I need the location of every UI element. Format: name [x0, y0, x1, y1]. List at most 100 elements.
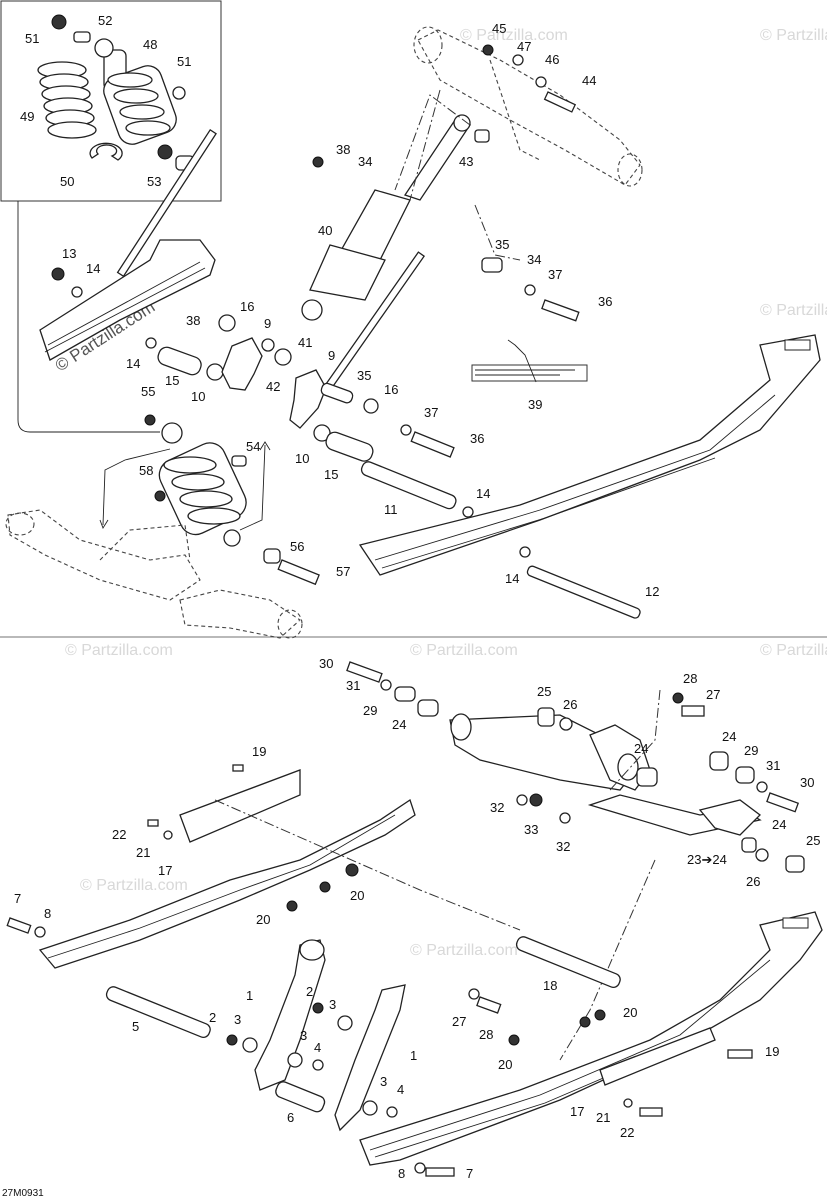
washer-14b	[145, 337, 157, 349]
bolt-36-top	[541, 299, 580, 322]
label-39-arrow	[507, 339, 537, 383]
callout: 7	[466, 1166, 473, 1181]
washer-32b	[559, 812, 571, 824]
callout: 38	[336, 142, 350, 157]
callout: 37	[548, 267, 562, 282]
callout: 24	[634, 741, 648, 756]
callout: 32	[490, 800, 504, 815]
callout: 2	[306, 984, 313, 999]
bushing-54	[231, 455, 247, 467]
callout: 17	[158, 863, 172, 878]
callout: 28	[479, 1027, 493, 1042]
rear-arm-assembly	[413, 26, 643, 187]
callout: 24	[722, 729, 736, 744]
callout: 3	[300, 1028, 307, 1043]
nut-4	[312, 1059, 324, 1071]
callout: 41	[298, 335, 312, 350]
callout: 22	[620, 1125, 634, 1140]
callout: 34	[358, 154, 372, 169]
inset-connector	[17, 201, 160, 433]
link-9-right	[289, 369, 327, 429]
spacer-16	[363, 398, 379, 414]
callout: 20	[350, 888, 364, 903]
callout: 57	[336, 564, 350, 579]
callout: 29	[744, 743, 758, 758]
bushing-29	[394, 686, 416, 702]
nut-58	[154, 490, 166, 502]
callout: 15	[165, 373, 179, 388]
alignment-line	[394, 89, 521, 261]
callout: 35	[495, 237, 509, 252]
washer-42	[261, 338, 275, 352]
shaft-12	[526, 565, 641, 619]
inset-frame	[0, 0, 222, 202]
callout: 9	[264, 316, 271, 331]
watermark: © Partzilla.com	[760, 27, 827, 44]
washer-3	[242, 1037, 258, 1053]
tube-15b	[325, 431, 374, 462]
nut-20c	[286, 900, 298, 912]
callout: 2	[209, 1010, 216, 1025]
callout: 3	[329, 997, 336, 1012]
callout: 39	[528, 397, 542, 412]
center-dashed-line	[214, 799, 521, 931]
callout: 14	[476, 486, 490, 501]
washer-46	[535, 76, 547, 88]
callout: 25	[537, 684, 551, 699]
callout: 46	[545, 52, 559, 67]
shock-arrowheads	[99, 441, 271, 530]
shock-absorber-48	[94, 38, 177, 160]
watermark: © Partzilla.com	[80, 877, 188, 894]
callout: 5	[132, 1019, 139, 1034]
bushing-24	[417, 699, 439, 717]
callout: 21	[596, 1110, 610, 1125]
callout: 51	[177, 54, 191, 69]
callout: 45	[492, 21, 506, 36]
callout: 12	[645, 584, 659, 599]
callout: 44	[582, 73, 596, 88]
bolt-30	[346, 661, 383, 683]
callout: 8	[44, 906, 51, 921]
label-39	[471, 364, 588, 382]
callout: 15	[324, 467, 338, 482]
washer-37	[400, 424, 412, 436]
callout: 9	[328, 348, 335, 363]
shaft-6	[275, 1081, 326, 1113]
callout: 49	[20, 109, 34, 124]
shaft-5	[105, 986, 211, 1039]
bolt-7b	[425, 1167, 455, 1177]
bushing-52	[73, 31, 91, 43]
washer-14c	[462, 506, 474, 518]
callout: 1	[246, 988, 253, 1003]
callout: 10	[191, 389, 205, 404]
watermark: © Partzilla.com	[410, 642, 518, 659]
front-arm-1-right	[334, 984, 406, 1132]
callout: 19	[252, 744, 266, 759]
callout: 58	[139, 463, 153, 478]
callout: 42	[266, 379, 280, 394]
callout: 17	[570, 1104, 584, 1119]
bolt-19	[232, 764, 244, 772]
callout: 11	[384, 502, 398, 517]
right-rail-top	[358, 334, 821, 576]
callout: 34	[527, 252, 541, 267]
alignment-line-b	[609, 689, 661, 791]
bushing-24b	[636, 767, 658, 787]
washer-28	[468, 988, 480, 1000]
callout: 37	[424, 405, 438, 420]
clip-50	[89, 142, 123, 161]
nut-2	[226, 1034, 238, 1046]
callout: 10	[295, 451, 309, 466]
callout: 4	[314, 1040, 321, 1055]
washer-26	[559, 717, 573, 731]
washer-3d	[362, 1100, 378, 1116]
callout: 7	[14, 891, 21, 906]
callout: 14	[505, 571, 519, 586]
washer-3c	[287, 1052, 303, 1068]
nut-51b	[172, 86, 186, 100]
callout: 25	[806, 833, 820, 848]
callout: 21	[136, 845, 150, 860]
washer-26b	[755, 848, 769, 862]
bolt-7	[6, 917, 32, 934]
shaft-11	[360, 461, 457, 510]
